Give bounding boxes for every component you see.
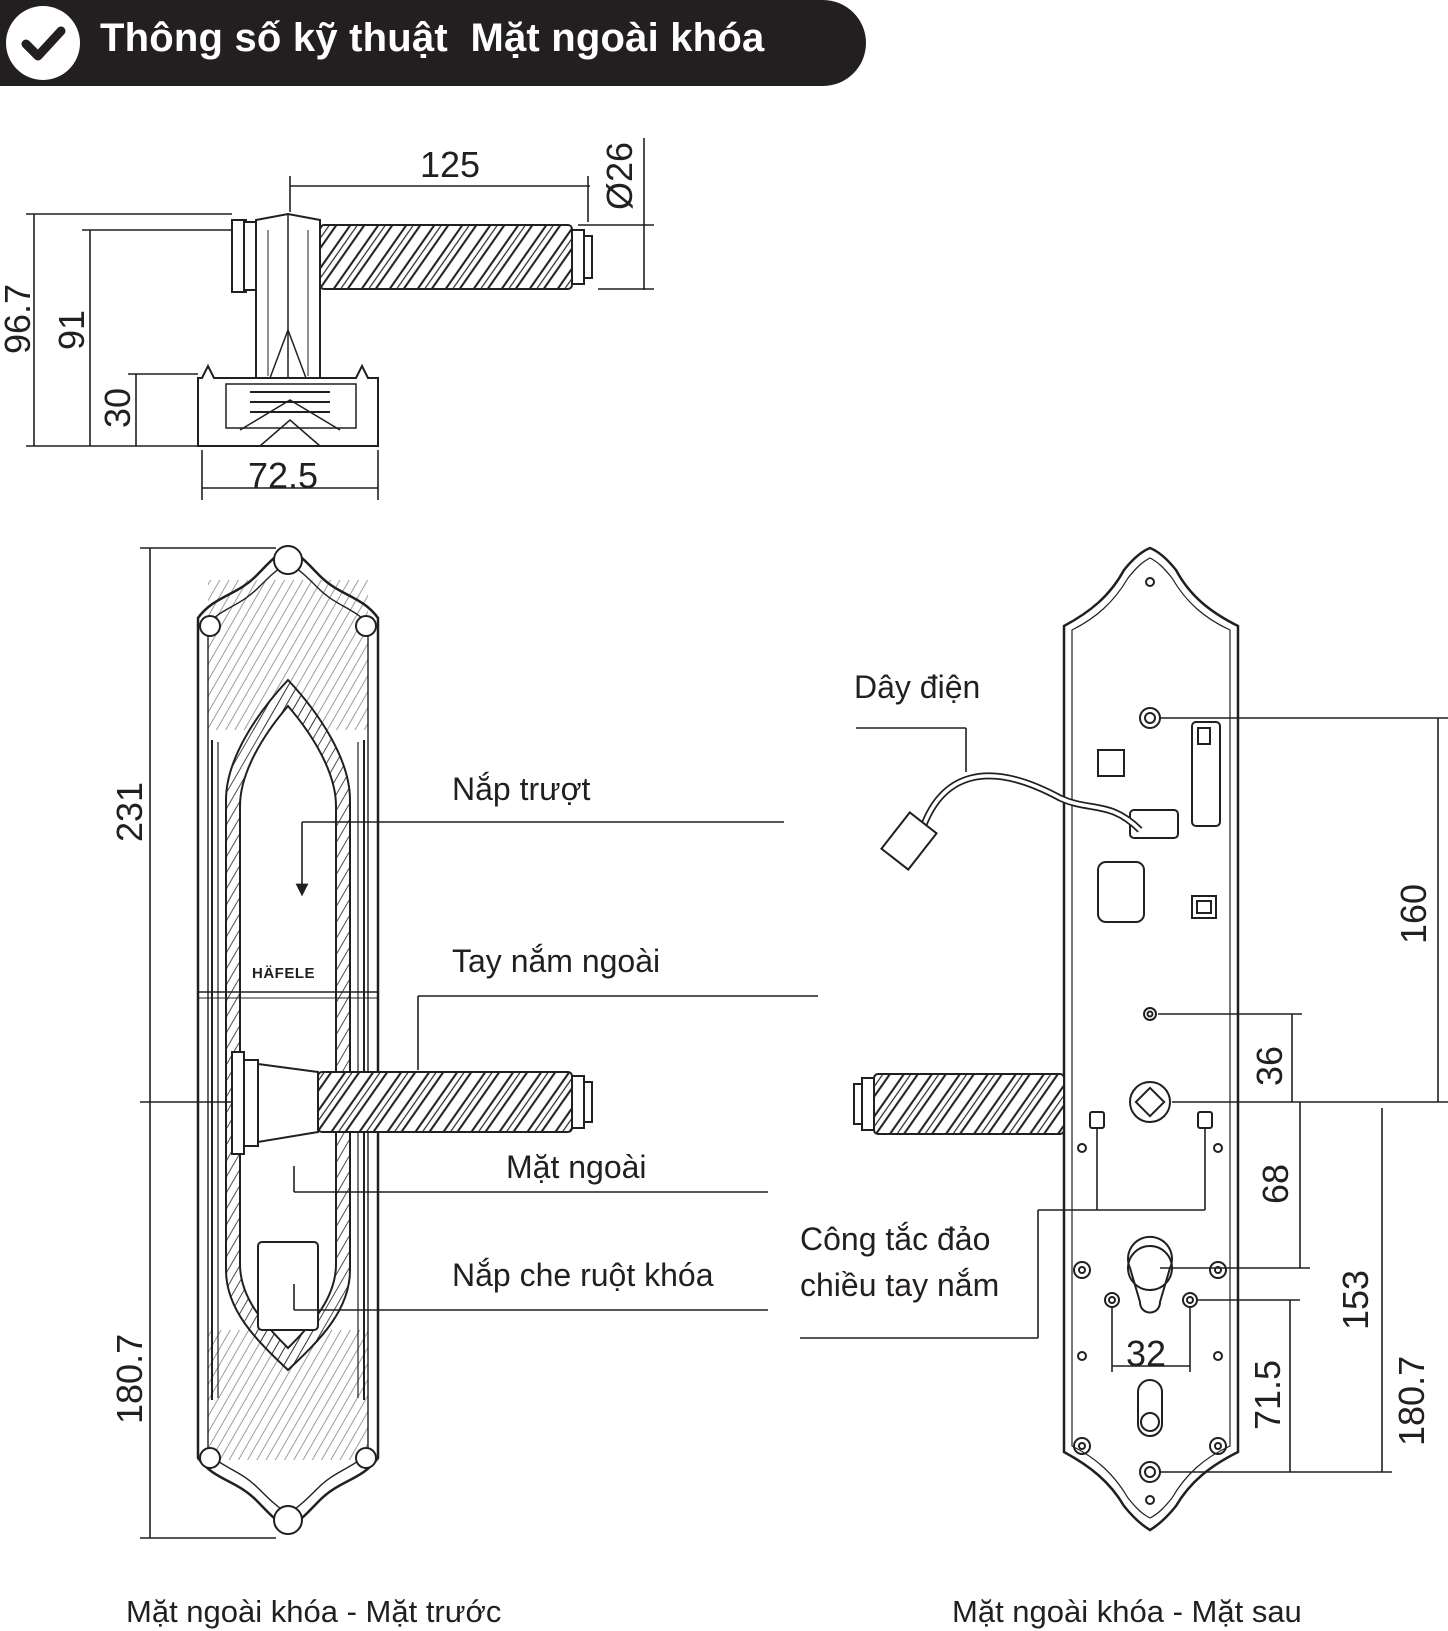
- dim-91: 91: [51, 310, 92, 350]
- label-outer-handle: Tay nắm ngoài: [452, 943, 660, 979]
- back-plate-outline: [1062, 546, 1240, 1532]
- dim-180-7-back: 180.7: [1391, 1356, 1432, 1446]
- dim-180-7-front: 180.7: [109, 1334, 150, 1424]
- caption-front: Mặt ngoài khóa - Mặt trước: [126, 1594, 501, 1629]
- front-lever: [317, 1071, 573, 1133]
- front-view: [196, 545, 593, 1535]
- dim-68: 68: [1255, 1164, 1296, 1204]
- header-bar: Thông số kỹ thuật Mặt ngoài khóa: [0, 0, 866, 86]
- label-slide-cover: Nắp trượt: [452, 771, 591, 807]
- label-switch-line1: Công tắc đảo: [800, 1221, 990, 1257]
- back-square-window: [1097, 861, 1145, 923]
- back-view: [853, 546, 1240, 1532]
- back-dimension-lines: [800, 717, 1448, 1473]
- back-cylinder-hole: [1127, 1235, 1173, 1314]
- cylinder-cover: [257, 1241, 319, 1331]
- dim-71-5: 71.5: [1247, 1360, 1288, 1430]
- dim-30: 30: [97, 388, 138, 428]
- dim-160: 160: [1393, 884, 1434, 944]
- dim-36: 36: [1249, 1046, 1290, 1086]
- dim-72-5: 72.5: [248, 455, 318, 496]
- label-wire: Dây điện: [854, 669, 980, 705]
- brand-logo: HÄFELE: [252, 965, 315, 982]
- dim-231: 231: [109, 782, 150, 842]
- back-spindle-hole: [1129, 1081, 1171, 1123]
- dim-diameter-26: Ø26: [599, 142, 640, 210]
- side-view: [197, 212, 593, 447]
- back-lever: [873, 1073, 1065, 1135]
- side-lever: [319, 224, 573, 290]
- label-outer-face: Mặt ngoài: [506, 1149, 647, 1185]
- caption-back: Mặt ngoài khóa - Mặt sau: [952, 1594, 1302, 1629]
- side-dimension-lines: [26, 138, 654, 500]
- label-cylinder-cover: Nắp che ruột khóa: [452, 1257, 714, 1293]
- page-title: Thông số kỹ thuật Mặt ngoài khóa: [100, 16, 765, 60]
- dim-32: 32: [1126, 1333, 1166, 1374]
- front-handle-rose: [231, 1051, 245, 1155]
- dim-153: 153: [1335, 1270, 1376, 1330]
- wire-connector: [880, 811, 938, 871]
- front-dimension-lines: [140, 547, 818, 1539]
- check-icon: [6, 6, 80, 80]
- dim-96-7: 96.7: [0, 284, 38, 354]
- label-switch-line2: chiều tay nắm: [800, 1267, 999, 1303]
- dim-125: 125: [420, 144, 480, 185]
